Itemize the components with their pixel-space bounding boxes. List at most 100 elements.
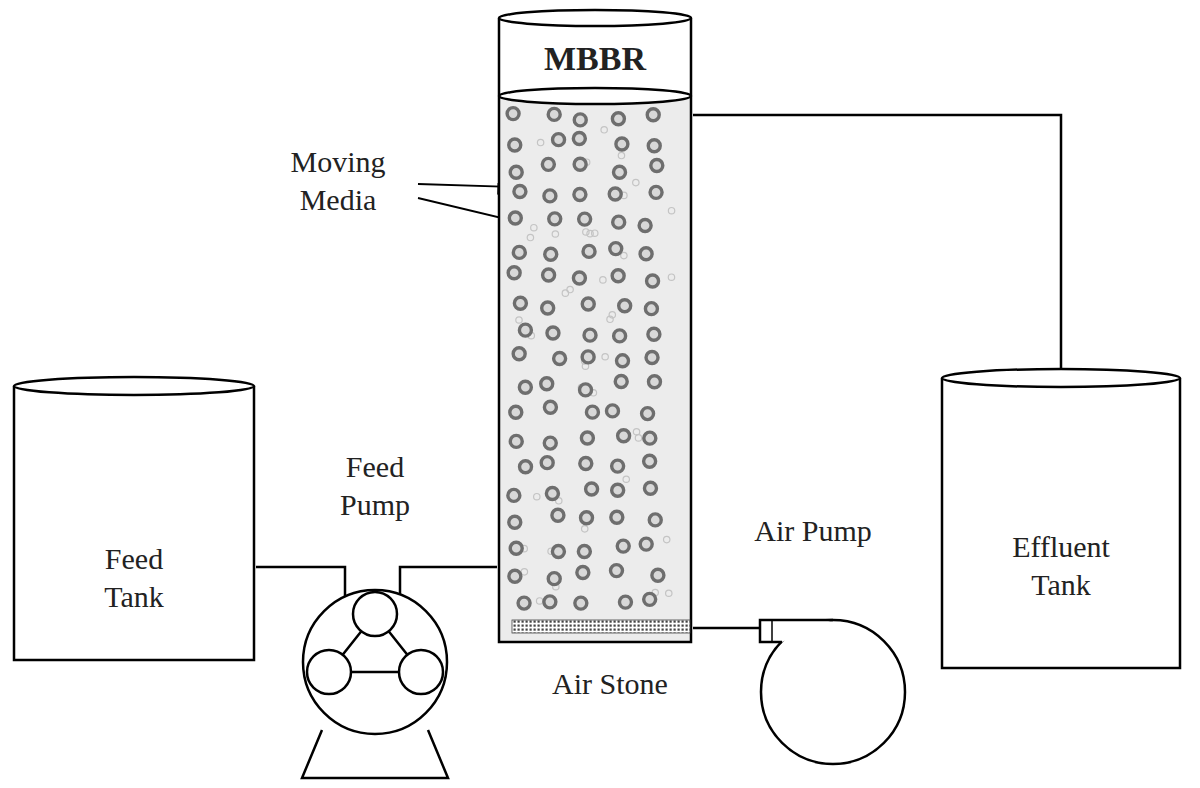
media-carrier	[519, 381, 531, 393]
pipe	[693, 627, 759, 630]
media-carrier	[542, 302, 554, 314]
media-carrier	[584, 329, 596, 341]
air-bubble	[537, 139, 543, 145]
media-carrier	[574, 114, 586, 126]
media-carrier	[552, 545, 564, 557]
media-carrier	[578, 545, 590, 557]
media-carrier	[509, 139, 521, 151]
tank-body	[14, 386, 254, 660]
media-carrier	[541, 457, 553, 469]
pipe	[693, 115, 1061, 370]
media-carrier	[614, 166, 626, 178]
media-carrier	[649, 514, 661, 526]
air-bubble	[587, 230, 593, 236]
shape-outline	[758, 618, 908, 766]
node-label: MBBR	[497, 38, 693, 81]
media-carrier	[614, 330, 626, 342]
media-carrier	[548, 108, 560, 120]
media-carrier	[514, 186, 526, 198]
media-carrier	[640, 538, 652, 550]
air-bubble	[583, 229, 589, 235]
media-carrier	[552, 509, 564, 521]
air-bubble	[664, 536, 670, 542]
air-bubble	[531, 224, 537, 230]
media-carrier	[509, 516, 521, 528]
media-carrier	[554, 353, 566, 365]
media-carrier	[519, 324, 531, 336]
pump-stand	[302, 730, 448, 778]
media-carrier	[586, 406, 598, 418]
media-carrier	[580, 458, 592, 470]
shape-outline	[12, 376, 256, 662]
tank-rim	[14, 377, 254, 395]
media-carrier	[648, 328, 660, 340]
part-label: Air Stone	[505, 665, 715, 703]
air-bubble	[618, 152, 624, 158]
air-bubble	[602, 354, 608, 360]
media-label: Moving Media	[268, 143, 408, 218]
media-carrier	[549, 213, 561, 225]
air-bubble	[668, 274, 674, 280]
media-carrier	[644, 593, 656, 605]
air-bubble	[552, 231, 558, 237]
media-carrier	[509, 570, 521, 582]
media-carrier	[616, 138, 628, 150]
tank: Feed Tank	[12, 376, 256, 662]
media-carrier	[642, 408, 654, 420]
media-carrier	[510, 406, 522, 418]
reactor-rim	[499, 10, 691, 26]
media-carrier	[518, 597, 530, 609]
media-carrier	[543, 269, 555, 281]
media-carrier	[644, 432, 656, 444]
media-carrier	[648, 376, 660, 388]
reactor-wall	[499, 18, 691, 642]
node-label: Feed Tank	[84, 540, 184, 615]
media-carrier	[646, 351, 658, 363]
media-carrier	[544, 401, 556, 413]
media-carrier	[582, 298, 594, 310]
media-carrier	[613, 216, 625, 228]
media-carrier	[514, 297, 526, 309]
air-bubble	[562, 290, 568, 296]
media-carrier	[612, 113, 624, 125]
media-carrier	[615, 376, 627, 388]
air-bubble	[633, 179, 639, 185]
media-carrier	[639, 220, 651, 232]
reactor-column: MBBR	[497, 8, 693, 650]
media-carrier	[520, 461, 532, 473]
blower-outlet	[760, 620, 833, 642]
pump-roller	[399, 650, 443, 694]
media-carrier	[612, 270, 624, 282]
media-carrier	[651, 159, 663, 171]
media-carrier	[610, 565, 622, 577]
air-bubble	[536, 598, 542, 604]
media-carrier	[606, 405, 618, 417]
media-carrier	[580, 384, 592, 396]
media-carrier	[553, 134, 565, 146]
pump-roller	[353, 592, 397, 636]
media-carrier	[507, 108, 519, 120]
pipe	[256, 567, 345, 597]
media-carrier	[644, 482, 656, 494]
air-bubble	[601, 127, 607, 133]
media-carrier	[583, 245, 595, 257]
moving-media	[507, 108, 675, 609]
media-carrier	[513, 348, 525, 360]
air-bubble	[666, 590, 672, 596]
media-carrier	[513, 246, 525, 258]
media-carrier	[510, 542, 522, 554]
air-bubble	[633, 429, 639, 435]
media-carrier	[544, 190, 556, 202]
liquid-level	[499, 88, 691, 104]
media-carrier	[611, 511, 623, 523]
air-bubble	[635, 435, 641, 441]
media-carrier	[612, 460, 624, 472]
media-carrier	[648, 140, 660, 152]
pump: Air Pump	[758, 618, 908, 766]
media-carrier	[650, 186, 662, 198]
pump: Feed Pump	[300, 588, 450, 782]
media-carrier	[617, 540, 629, 552]
media-carrier	[574, 158, 586, 170]
node-label: Effluent Tank	[986, 528, 1136, 603]
